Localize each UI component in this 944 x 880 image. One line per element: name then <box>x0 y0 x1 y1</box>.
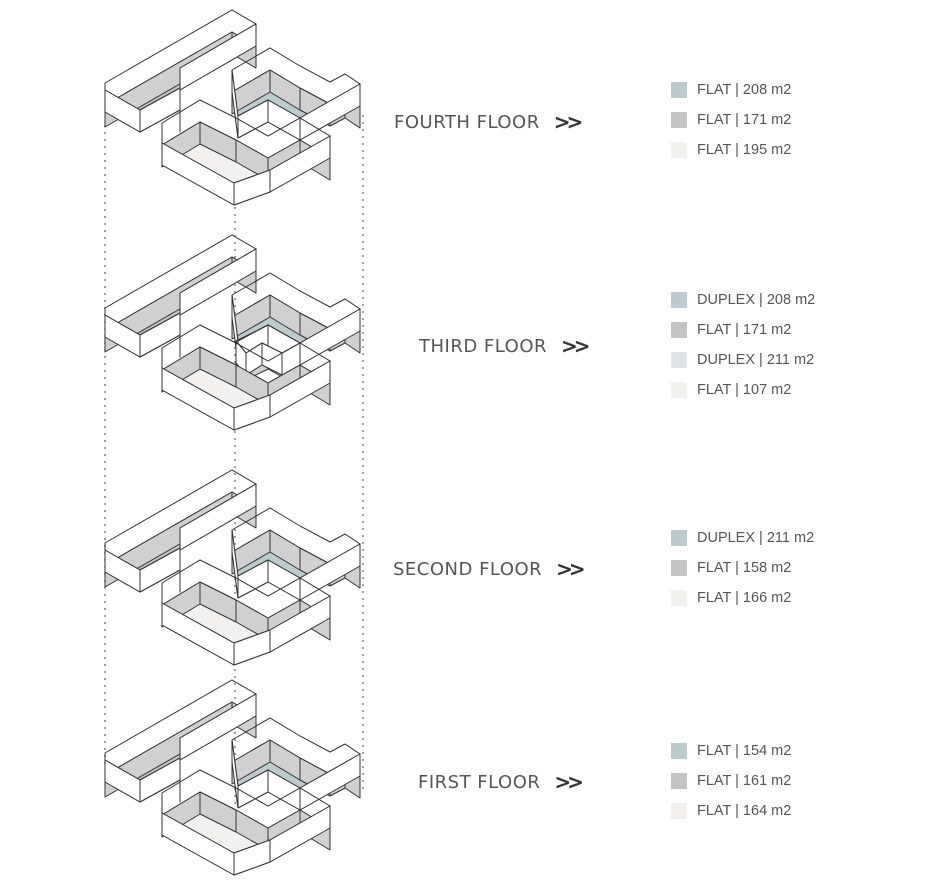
legend-swatch <box>671 112 687 128</box>
chevron-right-icon: >> <box>553 110 583 134</box>
floor-model-third <box>104 234 361 431</box>
unit-blue <box>231 717 361 811</box>
legend-item: FLAT | 161 m2 <box>671 766 791 796</box>
legend-item: FLAT | 154 m2 <box>671 736 791 766</box>
unit-blue <box>231 507 361 601</box>
unit-dark <box>104 234 257 358</box>
chevron-right-icon: >> <box>554 770 583 794</box>
legend-label: FLAT | 166 m2 <box>697 590 792 606</box>
legend-swatch <box>671 292 687 308</box>
unit-blue <box>231 47 361 141</box>
legend-item: FLAT | 208 m2 <box>671 75 791 105</box>
unit-dark <box>104 469 257 593</box>
floor-label-fourth: FOURTH FLOOR >> <box>394 110 583 134</box>
unit-light <box>161 324 331 431</box>
legend-label: DUPLEX | 208 m2 <box>697 292 816 308</box>
floor-model-second <box>104 469 361 666</box>
floor-title: FIRST FLOOR <box>418 771 541 793</box>
legend-item: FLAT | 107 m2 <box>671 375 815 405</box>
legend-label: FLAT | 154 m2 <box>697 743 792 759</box>
legend-swatch <box>671 352 687 368</box>
legend-swatch <box>671 530 687 546</box>
legend-label: DUPLEX | 211 m2 <box>697 530 815 546</box>
room-wall-back <box>231 529 239 599</box>
legend-swatch <box>671 142 687 158</box>
legend-swatch <box>671 82 687 98</box>
floor-model-fourth <box>104 9 361 206</box>
unit-dark <box>104 679 257 803</box>
legend-label: FLAT | 164 m2 <box>697 803 792 819</box>
room-wall-back <box>179 693 257 761</box>
room-wall-back <box>231 739 239 809</box>
unit-dark <box>104 9 257 133</box>
legend-swatch <box>671 803 687 819</box>
legend-swatch <box>671 560 687 576</box>
floor-models <box>104 9 361 876</box>
legend-swatch <box>671 743 687 759</box>
legend-fourth-floor: FLAT | 208 m2 FLAT | 171 m2 FLAT | 195 m… <box>671 75 791 165</box>
legend-swatch <box>671 322 687 338</box>
legend-item: FLAT | 171 m2 <box>671 105 791 135</box>
unit-light <box>161 769 331 876</box>
floor-title: FOURTH FLOOR <box>394 111 540 133</box>
floor-model-first <box>104 679 361 876</box>
legend-label: FLAT | 171 m2 <box>697 322 792 338</box>
floor-label-first: FIRST FLOOR >> <box>418 770 584 794</box>
floor-label-third: THIRD FLOOR >> <box>419 334 590 358</box>
room-wall-back <box>231 69 239 139</box>
legend-label: FLAT | 208 m2 <box>697 82 792 98</box>
legend-item: DUPLEX | 211 m2 <box>671 345 815 375</box>
legend-swatch <box>671 773 687 789</box>
unit-light <box>161 99 331 206</box>
legend-label: FLAT | 195 m2 <box>697 142 792 158</box>
legend-label: FLAT | 161 m2 <box>697 773 792 789</box>
room-wall-back <box>179 483 257 551</box>
legend-item: DUPLEX | 211 m2 <box>671 523 814 553</box>
room-wall-back <box>179 248 257 316</box>
legend-item: FLAT | 166 m2 <box>671 583 814 613</box>
unit-light <box>161 559 331 666</box>
legend-second-floor: DUPLEX | 211 m2 FLAT | 158 m2 FLAT | 166… <box>671 523 814 613</box>
legend-label: FLAT | 171 m2 <box>697 112 792 128</box>
legend-third-floor: DUPLEX | 208 m2 FLAT | 171 m2 DUPLEX | 2… <box>671 285 815 405</box>
legend-item: FLAT | 158 m2 <box>671 553 814 583</box>
legend-swatch <box>671 590 687 606</box>
legend-label: DUPLEX | 211 m2 <box>697 352 815 368</box>
legend-item: FLAT | 164 m2 <box>671 796 791 826</box>
legend-item: DUPLEX | 208 m2 <box>671 285 815 315</box>
floor-title: SECOND FLOOR <box>393 558 543 580</box>
legend-item: FLAT | 171 m2 <box>671 315 815 345</box>
legend-item: FLAT | 195 m2 <box>671 135 791 165</box>
chevron-right-icon: >> <box>556 557 585 581</box>
legend-swatch <box>671 382 687 398</box>
legend-label: FLAT | 107 m2 <box>697 382 792 398</box>
legend-first-floor: FLAT | 154 m2 FLAT | 161 m2 FLAT | 164 m… <box>671 736 791 826</box>
room-wall-back <box>179 23 257 91</box>
guide-lines <box>104 115 364 870</box>
floor-title: THIRD FLOOR <box>419 335 548 357</box>
chevron-right-icon: >> <box>561 334 590 358</box>
floor-label-second: SECOND FLOOR >> <box>393 557 586 581</box>
legend-label: FLAT | 158 m2 <box>697 560 792 576</box>
